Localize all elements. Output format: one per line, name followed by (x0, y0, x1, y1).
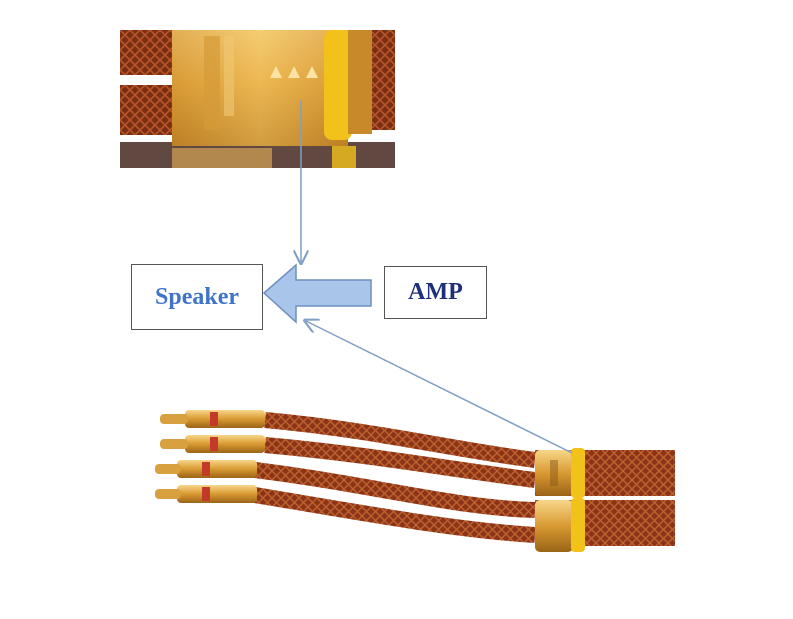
pointer-line-bottom (306, 321, 573, 454)
amp-label: AMP (408, 279, 463, 305)
speaker-box: Speaker (131, 264, 263, 330)
banana-plug-cable-photo (155, 410, 675, 552)
speaker-label: Speaker (155, 283, 239, 310)
amp-box: AMP (384, 266, 487, 319)
connector-closeup-photo (120, 30, 395, 168)
block-arrow (262, 263, 372, 324)
